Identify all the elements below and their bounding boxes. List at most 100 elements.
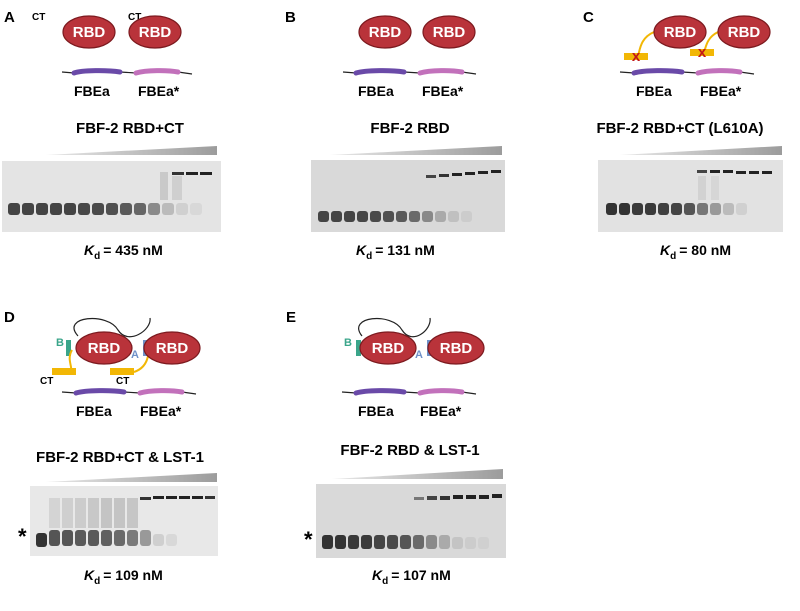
fbea-star-site (417, 388, 465, 396)
fbea-label: FBEa (74, 83, 110, 99)
fbea-label: FBEa (358, 83, 394, 99)
concentration-wedge (46, 473, 217, 482)
gel-bands (318, 170, 501, 222)
motif-a-label: A (415, 349, 423, 361)
rbd-label-1: RBD (88, 340, 121, 357)
panel-letter: D (4, 309, 15, 326)
kd-subscript: d (94, 576, 100, 587)
rbd-domain-1 (653, 15, 707, 49)
gel-bands (36, 496, 215, 547)
rbd-label-2: RBD (440, 340, 473, 357)
kd-value: = 131 nM (375, 242, 435, 258)
lst1-linker (358, 317, 431, 338)
rbd-domain-2 (717, 15, 771, 49)
ct-label-1: CT (32, 12, 45, 23)
kd-subscript: d (382, 576, 388, 587)
motif-b-label: B (344, 337, 352, 349)
kd-symbol: K (84, 567, 95, 583)
kd-value: = 107 nM (391, 567, 451, 583)
rbd-domain-2 (128, 15, 182, 49)
ct-label-1: CT (40, 376, 53, 387)
panel-letter: E (286, 309, 296, 326)
kd-symbol: K (372, 567, 383, 583)
panel-a: A CT CT RBD RBD FBEa FBEa* FBF-2 RBD+CT (2, 9, 221, 262)
fbea-star-label: FBEa* (138, 83, 180, 99)
rbd-domain-1 (359, 331, 417, 365)
panel-title: FBF-2 RBD+CT (76, 120, 184, 137)
concentration-wedge (332, 469, 503, 479)
kd-value: = 80 nM (679, 242, 731, 258)
gel-image (2, 161, 221, 232)
gel-image (598, 160, 783, 232)
rbd-domain-1 (358, 15, 412, 49)
panel-d: D B A CT CT RBD RBD FBEa FBEa* FBF-2 RBD… (4, 309, 218, 587)
ct-helix-1 (624, 53, 648, 60)
gel-bands (322, 494, 502, 549)
fbea-star-site (695, 68, 743, 76)
fbea-site (71, 68, 123, 76)
panel-title: FBF-2 RBD+CT & LST-1 (36, 449, 204, 466)
rbd-loop-2 (425, 27, 435, 33)
gel-bands (606, 170, 772, 215)
mutation-mark-2: x (698, 44, 707, 61)
kd-subscript: d (94, 251, 100, 262)
rbd-domain-2 (422, 15, 476, 49)
kd-value-line: Kd= 107 nM (372, 567, 451, 587)
kd-symbol: K (660, 242, 671, 258)
rbd-label-2: RBD (156, 340, 189, 357)
lst1-linker (73, 317, 151, 338)
kd-value: = 435 nM (103, 242, 163, 258)
motif-b-label: B (56, 337, 64, 349)
concentration-wedge (620, 146, 782, 155)
ct-linker-1 (637, 31, 655, 57)
panel-letter: A (4, 9, 15, 26)
fbea-star-label: FBEa* (140, 403, 182, 419)
fbea-site (631, 68, 685, 76)
rbd-domain-1 (62, 15, 116, 49)
fbea-star-label: FBEa* (422, 83, 464, 99)
rbd-label-1: RBD (369, 24, 402, 41)
panel-e: E B A RBD RBD FBEa FBEa* FBF-2 RBD & LST… (286, 309, 506, 587)
panel-letter: B (285, 9, 296, 26)
kd-value: = 109 nM (103, 567, 163, 583)
kd-value-line: Kd= 80 nM (660, 242, 731, 262)
fbea-star-site (417, 68, 465, 76)
fbea-label: FBEa (76, 403, 112, 419)
fbea-label: FBEa (636, 83, 672, 99)
kd-subscript: d (366, 251, 372, 262)
ct-label-2: CT (128, 12, 141, 23)
kd-symbol: K (84, 242, 95, 258)
motif-b-bar (66, 340, 71, 356)
panel-title: FBF-2 RBD (370, 120, 449, 137)
rbd-label-1: RBD (73, 24, 106, 41)
panel-title: FBF-2 RBD+CT (L610A) (596, 120, 763, 137)
ct-label-2: CT (116, 376, 129, 387)
kd-value-line: Kd= 131 nM (356, 242, 435, 262)
fbea-site (353, 388, 407, 396)
rbd-label-1: RBD (664, 24, 697, 41)
free-probe-mark: * (18, 524, 27, 549)
gel-bands (8, 172, 212, 215)
concentration-wedge (46, 146, 217, 155)
kd-value-line: Kd= 435 nM (84, 242, 163, 262)
rbd-label-2: RBD (139, 24, 172, 41)
rbd-label-2: RBD (433, 24, 466, 41)
ct-helix-2 (110, 368, 134, 375)
fbea-star-label: FBEa* (700, 83, 742, 99)
panel-b: B RBD RBD FBEa FBEa* FBF-2 RBD (285, 9, 505, 262)
rbd-loop-1 (361, 27, 371, 33)
fbea-star-site (137, 388, 185, 396)
mutation-mark-1: x (632, 48, 641, 65)
fbea-site (73, 388, 127, 396)
fbea-star-site (133, 68, 181, 76)
kd-symbol: K (356, 242, 367, 258)
concentration-wedge (330, 146, 502, 155)
rbd-label-1: RBD (372, 340, 405, 357)
ct-helix-2 (690, 49, 714, 56)
rbd-domain-2 (427, 331, 485, 365)
free-probe-mark: * (304, 527, 313, 552)
motif-b-bar (356, 340, 361, 356)
kd-subscript: d (670, 251, 676, 262)
fbea-label: FBEa (358, 403, 394, 419)
